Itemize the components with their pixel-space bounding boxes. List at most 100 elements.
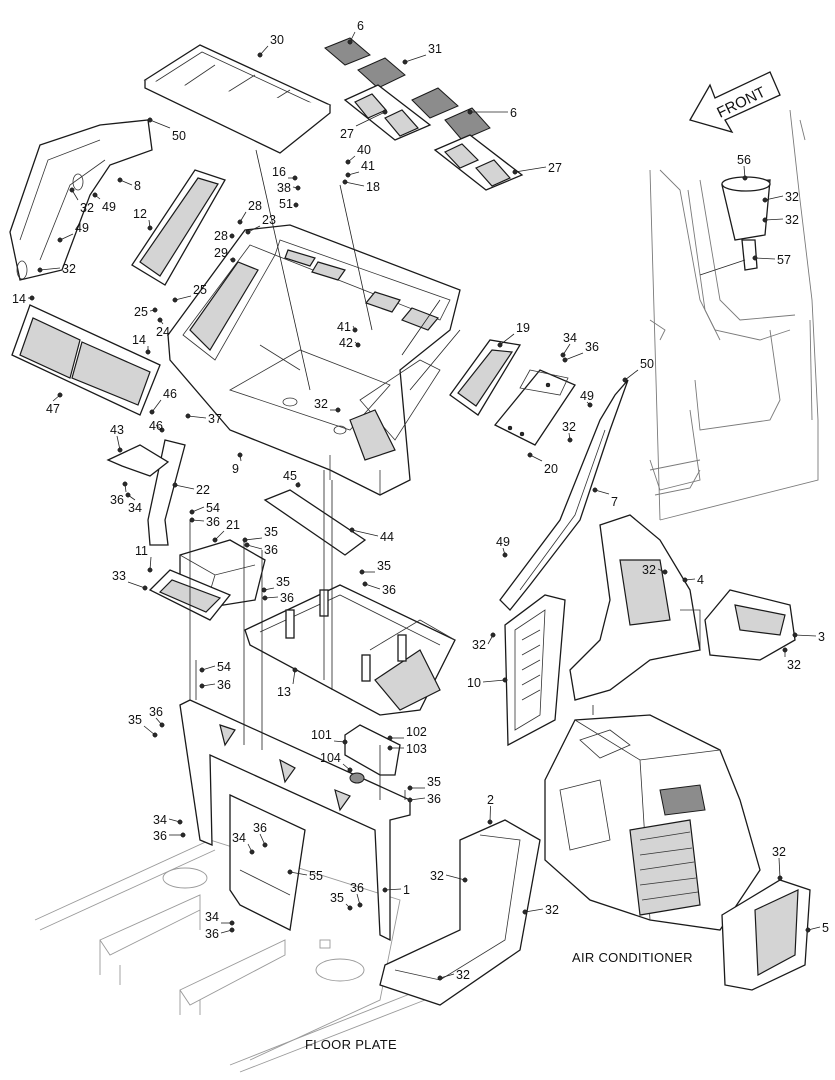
fastener-marker	[805, 927, 811, 933]
part-number-label: 50	[640, 357, 654, 371]
fastener-marker	[199, 667, 205, 673]
part-number-label: 35	[377, 559, 391, 573]
part-number-label: 36	[427, 792, 441, 806]
part-number-label: 35	[330, 891, 344, 905]
leader-line-36	[564, 352, 584, 361]
part-number-label: 8	[134, 179, 141, 193]
part-number-label: 56	[737, 153, 751, 167]
part-1-front-panel	[179, 699, 411, 942]
part-number-label: 19	[516, 321, 530, 335]
fastener-marker	[159, 427, 165, 433]
part-number-label: 35	[264, 525, 278, 539]
fastener-marker	[622, 377, 628, 383]
fastener-marker	[177, 819, 183, 825]
fastener-marker	[437, 975, 443, 981]
part-number-label: 54	[206, 501, 220, 515]
front-direction-arrow: FRONT	[689, 71, 781, 134]
leader-line-2	[489, 805, 491, 823]
part-number-label: 41	[361, 159, 375, 173]
part-47-mesh-grille	[11, 304, 161, 416]
part-number-label: 27	[340, 127, 354, 141]
part-number-label: 7	[611, 495, 618, 509]
part-30-roof-panel	[143, 44, 332, 154]
part-number-label: 9	[232, 462, 239, 476]
leader-line-32	[764, 218, 784, 221]
part-number-label: 6	[510, 106, 517, 120]
fastener-marker	[189, 517, 195, 523]
part-number-label: 20	[544, 462, 558, 476]
part-number-label: 32	[642, 563, 656, 577]
leader-line-32	[445, 874, 466, 881]
fastener-marker	[147, 225, 153, 231]
fastener-marker	[352, 327, 358, 333]
fastener-marker	[592, 487, 598, 493]
part-number-label: 34	[153, 813, 167, 827]
leader-line-50	[624, 369, 639, 381]
part-number-label: 36	[585, 340, 599, 354]
fastener-marker	[345, 172, 351, 178]
leader-line-35	[244, 537, 263, 541]
part-27-vent-frame-left	[343, 84, 432, 141]
fastener-marker	[522, 909, 528, 915]
fastener-marker	[199, 683, 205, 689]
part-44-bracket	[263, 489, 367, 556]
fastener-marker	[293, 202, 299, 208]
part-22-hose	[147, 439, 186, 546]
part-number-label: 34	[232, 831, 246, 845]
part-number-label: 23	[262, 213, 276, 227]
leader-line-3	[794, 634, 817, 637]
part-number-label: 28	[248, 199, 262, 213]
part-number-label: 1	[403, 883, 410, 897]
part-number-label: 34	[128, 501, 142, 515]
fastener-marker	[497, 342, 503, 348]
part-8-side-duct	[9, 119, 153, 281]
fastener-marker	[387, 745, 393, 751]
part-number-label: 49	[102, 200, 116, 214]
fastener-marker	[292, 175, 298, 181]
fastener-marker	[152, 732, 158, 738]
part-number-label: 54	[217, 660, 231, 674]
fastener-marker	[562, 357, 568, 363]
part-27-vent-frame-right	[433, 134, 524, 191]
part-number-label: 50	[172, 129, 186, 143]
fastener-marker	[229, 927, 235, 933]
part-number-label: 38	[277, 181, 291, 195]
fastener-marker	[142, 585, 148, 591]
leader-line-22	[174, 484, 195, 490]
part-number-label: 55	[309, 869, 323, 883]
leader-line-36	[409, 797, 426, 801]
part-number-label: 35	[276, 575, 290, 589]
part-number-label: 36	[110, 493, 124, 507]
part-number-label: 32	[787, 658, 801, 672]
part-number-label: 101	[311, 728, 332, 742]
fastener-marker	[237, 452, 243, 458]
fastener-marker	[402, 59, 408, 65]
fastener-marker	[37, 267, 43, 273]
part-number-label: 36	[153, 829, 167, 843]
part-number-label: 32	[545, 903, 559, 917]
leader-line-19	[499, 333, 515, 346]
fastener-marker	[342, 739, 348, 745]
part-number-label: 18	[366, 180, 380, 194]
part-3-vent-outlet	[704, 589, 796, 661]
fastener-marker	[682, 577, 688, 583]
leader-line-27	[514, 166, 547, 173]
fastener-marker	[172, 297, 178, 303]
part-number-label: 32	[80, 201, 94, 215]
part-number-label: 30	[270, 33, 284, 47]
callout-leader-lines	[28, 31, 821, 981]
fastener-marker	[189, 509, 195, 515]
part-number-label: 41	[337, 320, 351, 334]
part-number-label: 43	[110, 423, 124, 437]
fastener-marker	[212, 537, 218, 543]
part-number-label: 34	[563, 331, 577, 345]
part-number-label: 32	[314, 397, 328, 411]
fastener-marker	[777, 875, 783, 881]
fastener-marker	[567, 437, 573, 443]
fastener-marker	[57, 237, 63, 243]
part-7-right-duct	[499, 379, 629, 611]
part-5-filter-cover	[721, 879, 811, 991]
fastener-marker	[462, 877, 468, 883]
